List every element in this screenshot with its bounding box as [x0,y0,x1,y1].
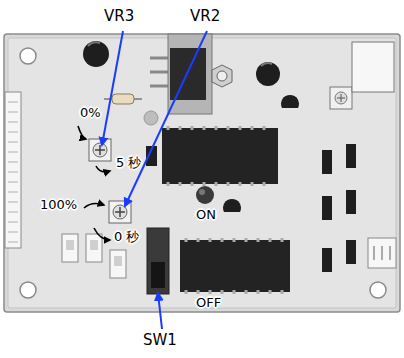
setting-value: 0 秒 [114,230,139,245]
relay [66,240,74,250]
trimmer-potentiometer [89,139,111,161]
trimmer-potentiometer [89,139,131,223]
pin-header [5,92,21,248]
relay [90,240,98,250]
electrolytic-capacitor [88,42,100,46]
slide-switch [151,262,165,288]
setting-value: 0% [80,106,101,121]
relay [114,256,122,266]
electrolytic-capacitor [256,62,280,86]
indicator-lamp [144,111,158,125]
trimmer-potentiometer [115,207,125,217]
trimmer-potentiometer [93,143,107,157]
transistor [223,199,241,212]
mounting-hole [370,282,386,298]
relay [86,234,102,262]
leader-line [158,293,162,329]
leader-line [102,31,123,145]
rotation-arrow [84,204,104,208]
ic-chip [162,126,290,294]
resistor [112,94,134,104]
rotation-arrow [96,166,110,172]
led [196,186,214,204]
smd-part [346,190,356,214]
circuit-board [4,34,400,312]
slide-switch [147,228,169,294]
voltage-regulator [212,65,232,87]
ic-chip [186,238,282,294]
setting-value: 5 秒 [116,156,141,171]
connector [368,238,396,268]
circuit-board [8,38,396,308]
circuit-board [4,34,400,312]
voltage-regulator [150,58,170,86]
slide-switch [147,228,169,294]
trimmer-potentiometer [95,145,105,155]
pin-header [8,102,18,242]
mounting-hole [20,282,36,298]
led [196,186,214,204]
part-name: SW1 [143,332,177,349]
rotation-arrow [78,126,110,240]
smd-part [146,144,356,272]
trimmer-potentiometer [113,205,127,219]
trimmer [335,92,347,104]
ic-chip [180,240,290,292]
voltage-regulator [150,34,232,114]
smd-part [322,248,332,272]
smd-part [322,150,332,174]
part-name: VR2 [190,8,220,25]
relay [110,250,126,278]
smd-part [346,240,356,264]
voltage-regulator [170,48,206,100]
electrolytic-capacitor [261,63,272,66]
ic-chip [162,128,278,184]
pin-header [5,92,21,248]
mounting-hole [20,48,386,298]
connector [374,246,390,260]
switch-position: OFF [196,296,221,311]
relay [62,234,78,262]
voltage-regulator [217,71,227,81]
trimmer [330,87,352,109]
terminal-block [352,42,394,92]
mounting-hole [20,48,36,64]
electrolytic-capacitor [83,41,109,67]
switch-position: ON [196,208,216,223]
trimmer [337,94,345,102]
rotation-arrow [78,126,86,139]
setting-value: 100% [40,198,77,213]
transistor [281,95,299,108]
indicator-lamp [144,111,158,125]
smd-part [322,196,332,220]
leader-line [125,31,207,206]
trimmer-potentiometer [109,201,131,223]
smd-part [346,144,356,168]
ic-chip [168,126,264,186]
leader-line [102,31,207,329]
rotation-arrow [94,228,110,240]
led [199,189,205,195]
trimmer [330,87,352,109]
part-name: VR3 [104,8,134,25]
terminal-block [352,42,394,92]
connector [368,238,396,268]
